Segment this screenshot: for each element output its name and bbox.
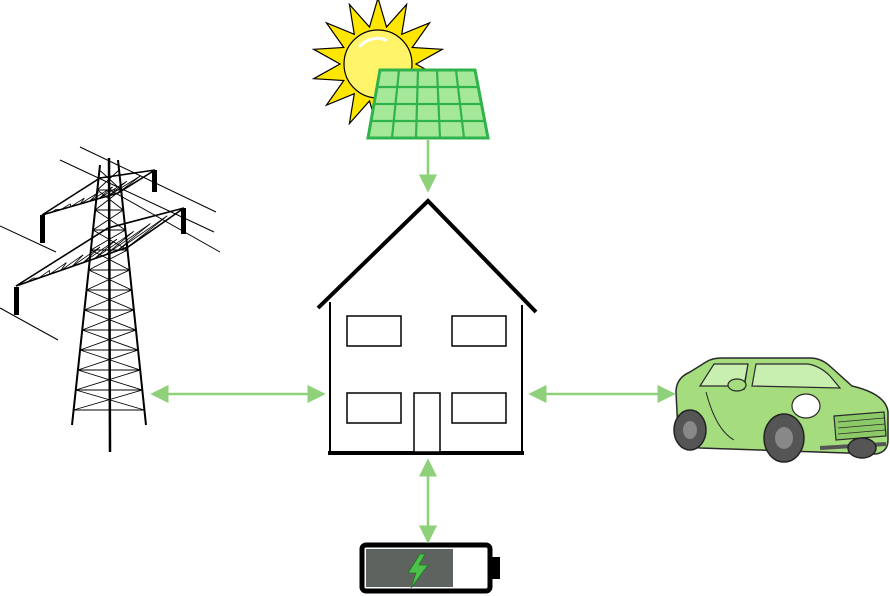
electric-car-icon bbox=[673, 357, 889, 463]
window bbox=[451, 315, 507, 347]
door bbox=[413, 392, 441, 453]
flow-arrows bbox=[150, 140, 676, 544]
insulators bbox=[14, 170, 186, 315]
window bbox=[346, 392, 402, 424]
window bbox=[451, 392, 507, 424]
power-pylon-icon bbox=[0, 146, 221, 453]
car-wheels bbox=[673, 409, 877, 463]
lightning-bolt-icon bbox=[407, 553, 429, 589]
power-cables bbox=[0, 146, 221, 341]
battery-charge-level bbox=[366, 549, 453, 587]
window bbox=[346, 315, 402, 347]
house-icon bbox=[316, 198, 538, 455]
battery-icon bbox=[359, 542, 500, 594]
solar-panel-icon bbox=[366, 68, 490, 140]
